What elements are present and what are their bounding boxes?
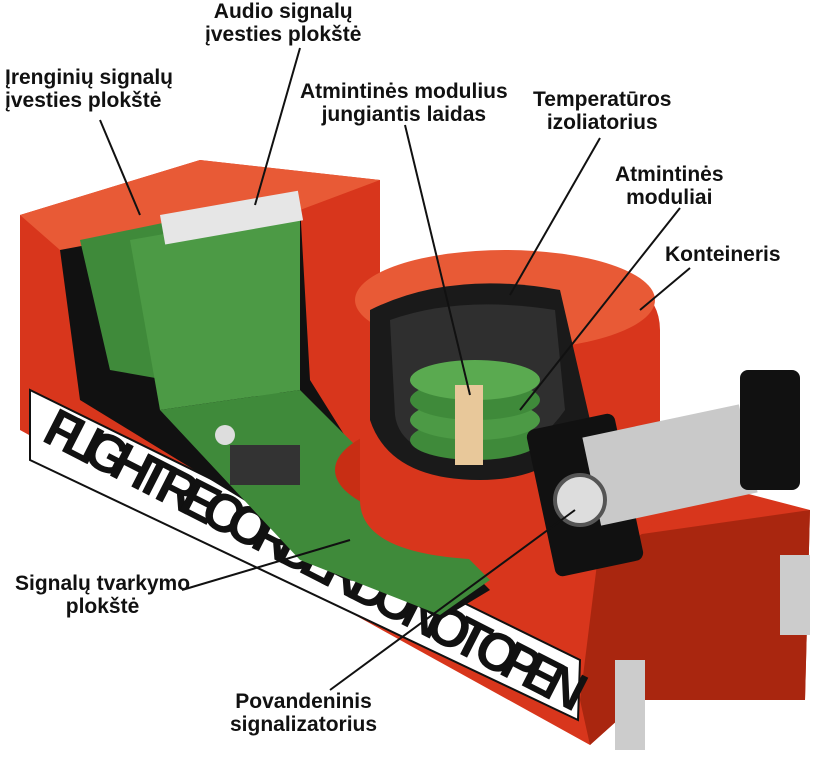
mount-bracket — [615, 660, 645, 750]
memory-module-stack — [410, 360, 540, 465]
underwater-beacon — [526, 370, 800, 577]
label-container: Konteineris — [665, 243, 781, 266]
circuit-boards — [60, 190, 490, 620]
mount-bracket — [780, 555, 810, 635]
leader-lines — [99, 47, 691, 691]
